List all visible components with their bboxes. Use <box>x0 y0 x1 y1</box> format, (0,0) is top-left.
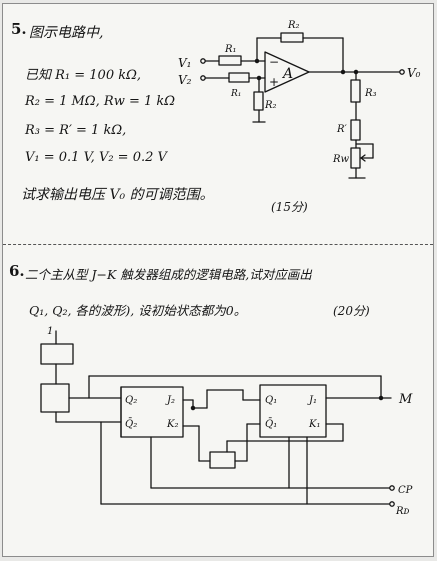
label-ff1-q: Q₁ <box>265 395 277 406</box>
problem5-question: 试求输出电压 V₀ 的可调范围。 <box>21 187 214 203</box>
label-ff1-qbar: Q̄₁ <box>265 418 277 430</box>
flipflop-1 <box>259 384 327 438</box>
exam-page: 5. 图示电路中, 已知 R₁ = 100 kΩ, R₂ = 1 MΩ, Rw … <box>2 3 434 557</box>
opamp-triangle <box>264 51 310 93</box>
label-rprime: R′ <box>336 124 348 135</box>
gate-top <box>40 343 74 365</box>
circuit-drawings: R₂ V₁ V₂ R₁ R₁ R₂ − + A V₀ R₃ R′ Rw 1 Q₂… <box>40 20 421 517</box>
resistor-r3 <box>350 79 361 103</box>
label-plus: + <box>269 75 279 89</box>
problem6-number: 6. <box>9 262 25 280</box>
label-rd: Rᴅ <box>395 506 410 517</box>
problem5-score: (15分) <box>271 200 308 214</box>
section-divider <box>3 244 433 245</box>
label-r3: R₃ <box>364 88 377 99</box>
problem6-line-1: 二个主从型 J−K 触发器组成的逻辑电路,试对应画出 <box>25 267 312 282</box>
problem6-line-2: Q₁, Q₂, 各的波形), 设初始状态都为0。 <box>29 303 247 318</box>
resistor-r1-bottom <box>228 72 250 83</box>
jk-flipflop-circuit <box>40 330 395 507</box>
label-opamp-a: A <box>281 66 293 82</box>
label-r2-top: R₂ <box>287 20 300 31</box>
potentiometer-rw <box>350 147 361 169</box>
label-cp: CP <box>398 485 413 496</box>
label-ff2-j: J₂ <box>165 395 175 406</box>
label-r2-ground: R₂ <box>264 100 277 111</box>
resistor-r2-feedback <box>280 32 304 43</box>
label-v1: V₁ <box>178 56 191 70</box>
problem5-given-2: R₂ = 1 MΩ, Rw = 1 kΩ <box>25 94 176 109</box>
label-ff2-k: K₂ <box>166 419 178 430</box>
label-top-input: 1 <box>47 326 53 337</box>
label-minus: − <box>269 55 279 69</box>
resistor-rprime <box>350 119 361 141</box>
label-vo: V₀ <box>407 66 421 80</box>
gate-middle <box>40 383 70 413</box>
label-ff2-q: Q₂ <box>125 395 137 406</box>
problem6-score: (20分) <box>333 304 370 318</box>
gate-between <box>209 451 236 469</box>
problem5-given-1: 已知 R₁ = 100 kΩ, <box>25 68 142 83</box>
label-ff2-qbar: Q̄₂ <box>125 418 137 430</box>
problem5-given-3: R₃ = R′ = 1 kΩ, <box>25 123 127 138</box>
label-v2: V₂ <box>178 73 192 87</box>
problem5-given-4: V₁ = 0.1 V, V₂ = 0.2 V <box>25 150 167 165</box>
label-ff1-j: J₁ <box>307 395 317 406</box>
label-ff1-k: K₁ <box>308 419 320 430</box>
label-r1-bottom: R₁ <box>230 89 241 99</box>
problem5-title: 图示电路中, <box>29 25 104 41</box>
label-m: M <box>398 392 413 407</box>
opamp-circuit <box>200 32 405 179</box>
label-rw: Rw <box>332 154 350 165</box>
resistor-r1-top <box>218 55 242 66</box>
label-r1-top: R₁ <box>224 44 237 55</box>
resistor-r2-ground <box>253 91 264 111</box>
problem5-number: 5. <box>11 20 27 38</box>
